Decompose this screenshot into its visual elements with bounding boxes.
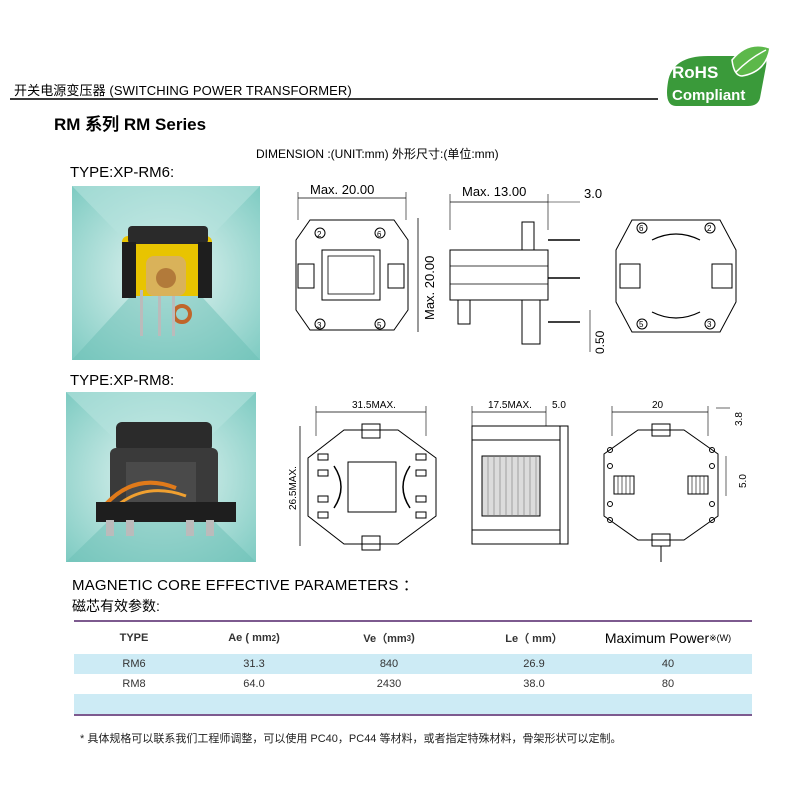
header-type: TYPE	[119, 632, 149, 644]
header-ve-end: )	[411, 632, 415, 644]
cell-power: 80	[661, 678, 675, 690]
params-title-cn: 磁芯有效参数:	[72, 598, 160, 614]
rm8-top-height: 26.5MAX.	[288, 466, 299, 510]
footnote: * 具体规格可以联系我们工程师调整，可以使用 PC40，PC44 等材料，或者指…	[80, 733, 622, 745]
rm6-photo	[72, 186, 260, 360]
cell-type: RM8	[122, 678, 146, 690]
rm6-bottom-pin: 3	[707, 320, 712, 329]
cell-ve: 840	[379, 658, 399, 670]
rm6-pin-label: 2	[317, 230, 322, 239]
compliant-text: Compliant	[672, 87, 745, 104]
header-power-text: Maximum Power	[604, 630, 710, 646]
rm8-top-width: 31.5MAX.	[352, 400, 396, 411]
cell-ae: 64.0	[243, 678, 265, 690]
cell-le: 26.9	[523, 658, 545, 670]
rm8-bottom-pitch: 5.0	[738, 474, 749, 488]
rm6-pin-label: 3	[317, 321, 322, 330]
header-ae-text: Ae ( mm	[228, 632, 272, 644]
table-bottom-rule	[74, 714, 752, 716]
rm6-bottom-pin: 5	[639, 320, 644, 329]
rm8-bottom-offset: 3.8	[734, 412, 745, 426]
cell-power: 40	[661, 658, 675, 670]
header-title: 开关电源变压器 (SWITCHING POWER TRANSFORMER)	[14, 83, 352, 98]
rm8-side-offset: 5.0	[552, 400, 566, 411]
rm6-bottom-view: 6 2 5 3	[615, 219, 737, 333]
rm6-side-width: Max. 13.00	[462, 184, 526, 199]
rm6-bottom-pin: 2	[707, 224, 712, 233]
rm6-top-width: Max. 20.00	[310, 182, 374, 197]
cell-le: 38.0	[523, 678, 545, 690]
header-ve-sup: 3	[406, 633, 412, 643]
rm8-top-view: 31.5MAX. 26.5MAX.	[288, 400, 437, 551]
rm8-side-view: 17.5MAX. 5.0	[471, 400, 569, 545]
rm6-height-dimension: Max. 20.00	[417, 218, 437, 332]
cell-ve: 2430	[376, 678, 402, 690]
table-row-empty	[74, 694, 752, 714]
rm6-pin-dia: 0.50	[593, 330, 607, 354]
rm6-bottom-pin: 6	[639, 224, 644, 233]
rm6-pin-label: 6	[377, 230, 382, 239]
header-ve-text: Ve（mm	[363, 633, 407, 645]
rm8-bottom-width: 20	[652, 400, 664, 411]
rm6-pin-offset: 3.0	[584, 186, 602, 201]
header-power: Maximum Power ※(W)	[584, 622, 752, 654]
rohs-logo: RoHS Compliant	[667, 45, 771, 106]
cell-ae: 31.3	[243, 658, 265, 670]
table-row: RM6 31.3 840 26.9 40	[74, 654, 752, 674]
rm6-side-height: Max. 20.00	[422, 256, 437, 320]
header-divider	[10, 98, 658, 100]
rm8-side-width: 17.5MAX.	[488, 400, 532, 411]
rm8-bottom-view: 20 3.8 5.0	[603, 400, 749, 562]
cell-type: RM6	[122, 658, 146, 670]
series-title: RM 系列 RM Series	[54, 115, 207, 134]
header-power-unit: ※(W)	[709, 632, 732, 643]
params-title: MAGNETIC CORE EFFECTIVE PARAMETERS ：	[72, 577, 419, 594]
rm6-top-view: Max. 20.00 2 6 3 5	[295, 182, 409, 331]
rm8-photo	[66, 392, 256, 562]
table-top-rule	[74, 620, 752, 622]
header-ae-sup: 2	[271, 633, 277, 643]
rm6-side-view: Max. 13.00 3.0 0.50	[449, 184, 607, 354]
rm6-pin-label: 5	[377, 321, 382, 330]
header-le: Le（ mm）	[505, 633, 563, 645]
type-label-rm6: TYPE:XP-RM6:	[70, 164, 175, 181]
header-ae-end: )	[276, 632, 280, 644]
dimension-note: DIMENSION :(UNIT:mm) 外形尺寸:(单位:mm)	[256, 147, 499, 161]
rohs-text: RoHS	[672, 63, 718, 82]
type-label-rm8: TYPE:XP-RM8:	[70, 372, 175, 389]
table-row: RM8 64.0 2430 38.0 80	[74, 674, 752, 694]
